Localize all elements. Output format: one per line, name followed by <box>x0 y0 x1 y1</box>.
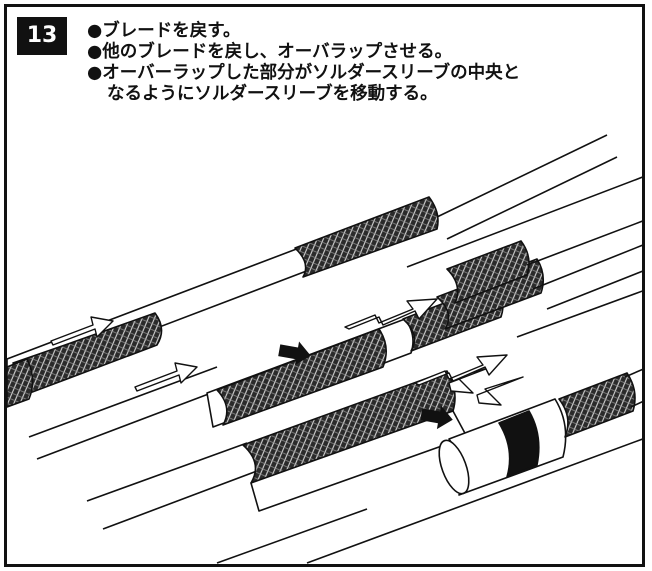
braid-section-1-right <box>294 196 439 278</box>
cable-2 <box>28 220 642 460</box>
hollow-arrow-icon <box>50 316 524 406</box>
solder-sleeve <box>438 398 567 496</box>
solid-arrow-icon <box>278 341 453 430</box>
step-number-badge: 13 <box>17 17 67 55</box>
instruction-line-3: ●オーバーラップした部分がソルダースリーブの中央と <box>87 63 521 83</box>
braid-section-2-center <box>216 328 387 426</box>
braid-section-2-right <box>402 240 545 352</box>
instruction-line-2: ●他のブレードを戻し、オーバラップさせる。 <box>87 42 453 62</box>
cable-1 <box>7 134 618 408</box>
instruction-line-4: なるようにソルダースリーブを移動する。 <box>107 84 438 104</box>
instruction-frame: 13 ●ブレードを戻す。 ●他のブレードを戻し、オーバラップさせる。 ●オーバー… <box>4 4 645 567</box>
cable-splice-illustration <box>7 134 642 564</box>
zigzag-arrow-icon <box>344 298 508 386</box>
instruction-list: ●ブレードを戻す。 ●他のブレードを戻し、オーバラップさせる。 ●オーバーラップ… <box>87 21 520 105</box>
braid-section-1-left <box>7 312 163 408</box>
braid-section-3-right <box>558 372 636 438</box>
cable-3 <box>86 368 642 564</box>
instruction-line-1: ●ブレードを戻す。 <box>87 21 241 41</box>
